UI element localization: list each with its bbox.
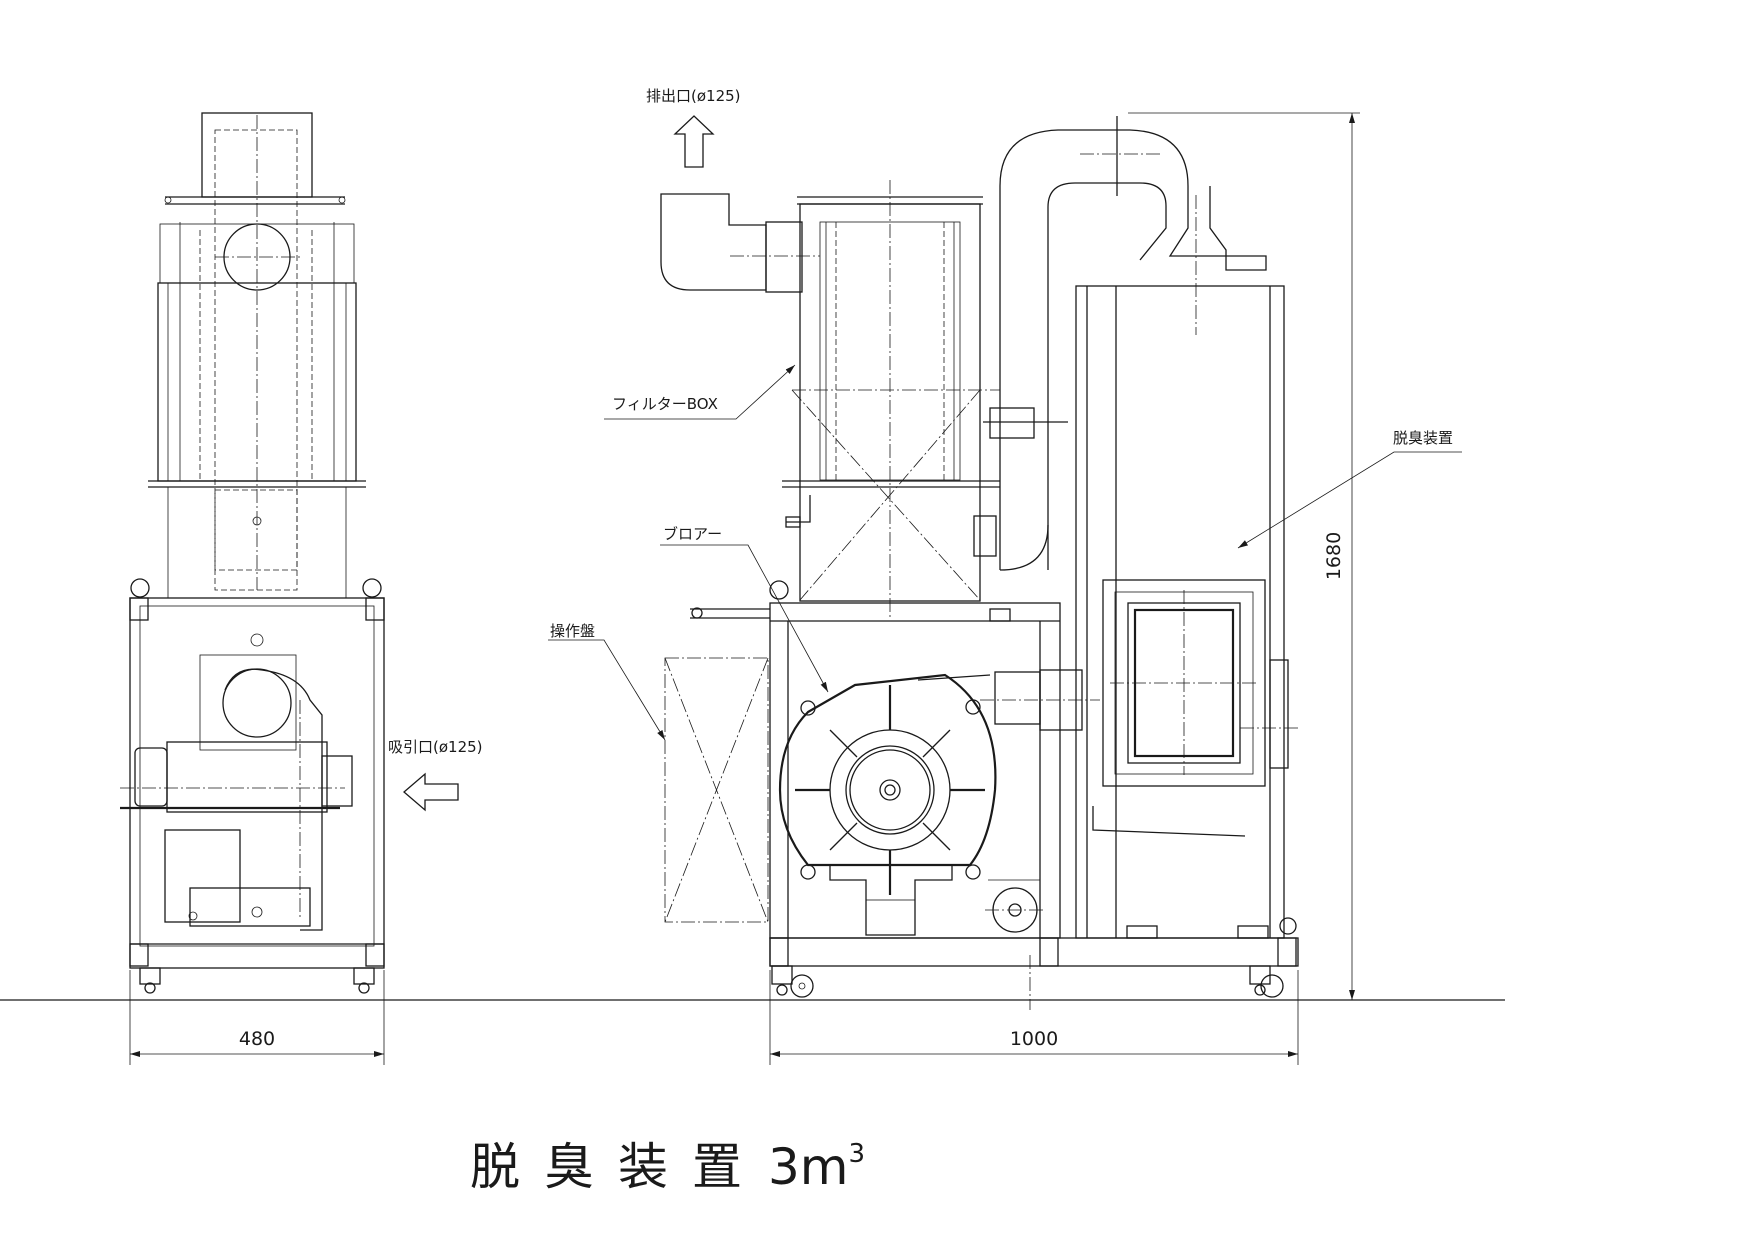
drawing-capacity: 3m3 xyxy=(768,1138,865,1196)
dimension-width-side xyxy=(129,970,385,1065)
dimension-width-front xyxy=(769,970,1299,1065)
leader-deodorizer xyxy=(1237,451,1462,549)
capacity-exponent: 3 xyxy=(849,1139,866,1169)
side-view xyxy=(120,112,385,994)
label-deodorizer: 脱臭装置 xyxy=(1393,429,1453,447)
leader-control-panel xyxy=(548,639,666,741)
front-view xyxy=(660,116,1300,1010)
capacity-value: 3m xyxy=(768,1138,849,1196)
dimension-text-480: 480 xyxy=(239,1028,275,1050)
leader-filter-box xyxy=(604,364,796,420)
label-filter-box: フィルターBOX xyxy=(612,395,718,413)
label-intake: 吸引口(ø125) xyxy=(388,738,483,756)
label-exhaust: 排出口(ø125) xyxy=(646,87,741,105)
intake-arrow xyxy=(403,772,459,812)
drawing-title: 脱臭装置 xyxy=(470,1138,766,1196)
dimension-text-1680: 1680 xyxy=(1323,532,1345,580)
dimension-text-1000: 1000 xyxy=(1010,1028,1058,1050)
leader-blower xyxy=(660,544,829,693)
dimension-height xyxy=(1128,112,1360,1000)
label-blower: ブロアー xyxy=(663,525,722,543)
label-control-panel: 操作盤 xyxy=(550,622,595,640)
exhaust-arrow xyxy=(673,115,715,168)
